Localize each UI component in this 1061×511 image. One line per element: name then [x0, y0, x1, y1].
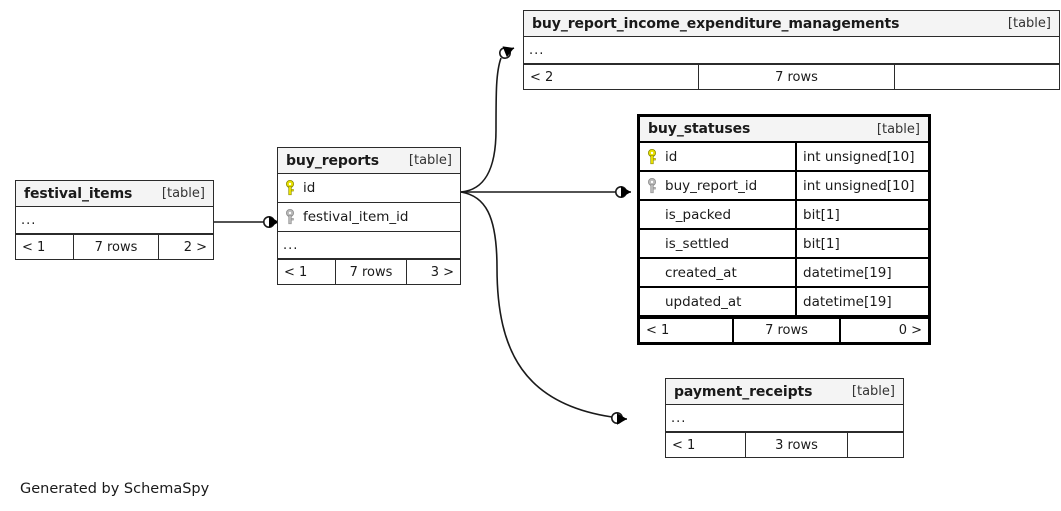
- edge-buy-reports-payment-receipts: [460, 191, 627, 425]
- no-key-icon: [646, 236, 658, 252]
- column-row[interactable]: id: [278, 174, 460, 203]
- footer-row-count: 7 rows: [335, 260, 406, 284]
- column-row[interactable]: created_at datetime[19]: [640, 259, 928, 288]
- column-row[interactable]: id int unsigned[10]: [640, 143, 928, 172]
- table-footer: < 1 7 rows 0 >: [640, 317, 928, 342]
- column-type: bit[1]: [795, 201, 928, 228]
- table-header: buy_report_income_expenditure_management…: [524, 11, 1059, 37]
- column-type: datetime[19]: [795, 259, 928, 286]
- columns-collapsed-indicator[interactable]: ...: [666, 405, 903, 432]
- column-name-cell: buy_report_id: [640, 172, 795, 199]
- table-buy-report-income-expenditure-managements[interactable]: buy_report_income_expenditure_management…: [523, 10, 1060, 90]
- edge-buy-reports-buy-statuses: [461, 186, 631, 199]
- no-key-icon: [646, 265, 658, 281]
- no-key-icon: [646, 207, 658, 223]
- column-name-cell: updated_at: [640, 288, 795, 315]
- edge-buy-reports-income-expenditure: [460, 46, 515, 193]
- column-row[interactable]: updated_at datetime[19]: [640, 288, 928, 317]
- column-name: id: [303, 180, 316, 196]
- column-name-cell: is_packed: [640, 201, 795, 228]
- table-buy-statuses[interactable]: buy_statuses [table] id int unsigned[10]…: [637, 114, 931, 345]
- column-type: int unsigned[10]: [795, 172, 928, 199]
- column-type: int unsigned[10]: [795, 143, 928, 170]
- footer-row-count: 3 rows: [745, 433, 847, 457]
- column-name-cell: id: [640, 143, 795, 170]
- table-title: buy_reports: [286, 152, 379, 169]
- column-row[interactable]: is_packed bit[1]: [640, 201, 928, 230]
- table-title: festival_items: [24, 185, 133, 202]
- column-row[interactable]: buy_report_id int unsigned[10]: [640, 172, 928, 201]
- footer-parents-count: < 1: [22, 239, 46, 255]
- table-header: buy_statuses [table]: [640, 117, 928, 143]
- column-name: buy_report_id: [665, 177, 758, 194]
- generator-credit: Generated by SchemaSpy: [20, 481, 210, 497]
- primary-key-icon: [284, 180, 296, 196]
- table-type-tag: [table]: [851, 384, 895, 399]
- table-type-tag: [table]: [408, 153, 452, 168]
- primary-key-icon: [646, 148, 658, 165]
- no-key-icon: [646, 294, 658, 310]
- table-title: buy_statuses: [648, 121, 751, 137]
- column-type: datetime[19]: [795, 288, 928, 315]
- footer-row-count: 7 rows: [732, 319, 839, 342]
- columns-collapsed-indicator[interactable]: ...: [524, 37, 1059, 64]
- table-header: payment_receipts [table]: [666, 379, 903, 405]
- column-name: created_at: [665, 264, 737, 281]
- table-buy-reports[interactable]: buy_reports [table] id festival_item_id …: [277, 147, 461, 285]
- column-name: is_packed: [665, 206, 732, 223]
- columns-collapsed-indicator[interactable]: ...: [16, 207, 213, 234]
- footer-parents-count: < 2: [530, 69, 554, 85]
- footer-children-count: 2 >: [158, 235, 213, 259]
- table-payment-receipts[interactable]: payment_receipts [table] ... < 1 3 rows: [665, 378, 904, 458]
- column-name-cell: is_settled: [640, 230, 795, 257]
- footer-children-count: [847, 433, 903, 457]
- table-title: buy_report_income_expenditure_management…: [532, 15, 900, 32]
- table-title: payment_receipts: [674, 383, 813, 400]
- footer-parents-count: < 1: [284, 264, 308, 280]
- footer-children-count: 3 >: [406, 260, 460, 284]
- column-row[interactable]: festival_item_id: [278, 203, 460, 232]
- column-name: id: [665, 148, 678, 165]
- edge-festival-items-buy-reports: [214, 216, 279, 229]
- foreign-key-icon: [646, 177, 658, 194]
- column-row[interactable]: is_settled bit[1]: [640, 230, 928, 259]
- table-footer: < 1 3 rows: [666, 432, 903, 457]
- column-name: updated_at: [665, 293, 742, 310]
- footer-children-count: [894, 65, 1059, 89]
- table-header: buy_reports [table]: [278, 148, 460, 174]
- columns-collapsed-indicator[interactable]: ...: [278, 232, 460, 259]
- column-name-cell: festival_item_id: [278, 203, 460, 231]
- foreign-key-icon: [284, 209, 296, 225]
- footer-parents-count: < 1: [646, 323, 670, 338]
- table-festival-items[interactable]: festival_items [table] ... < 1 7 rows 2 …: [15, 180, 214, 260]
- footer-row-count: 7 rows: [698, 65, 894, 89]
- column-name-cell: created_at: [640, 259, 795, 286]
- table-header: festival_items [table]: [16, 181, 213, 207]
- table-type-tag: [table]: [161, 186, 205, 201]
- table-footer: < 1 7 rows 2 >: [16, 234, 213, 259]
- column-name: festival_item_id: [303, 209, 409, 225]
- table-type-tag: [table]: [876, 121, 920, 137]
- table-footer: < 1 7 rows 3 >: [278, 259, 460, 284]
- table-type-tag: [table]: [1007, 16, 1051, 31]
- column-name: is_settled: [665, 235, 730, 252]
- footer-row-count: 7 rows: [73, 235, 158, 259]
- footer-children-count: 0 >: [839, 319, 928, 342]
- column-name-cell: id: [278, 174, 460, 202]
- column-type: bit[1]: [795, 230, 928, 257]
- footer-parents-count: < 1: [672, 437, 696, 453]
- table-footer: < 2 7 rows: [524, 64, 1059, 89]
